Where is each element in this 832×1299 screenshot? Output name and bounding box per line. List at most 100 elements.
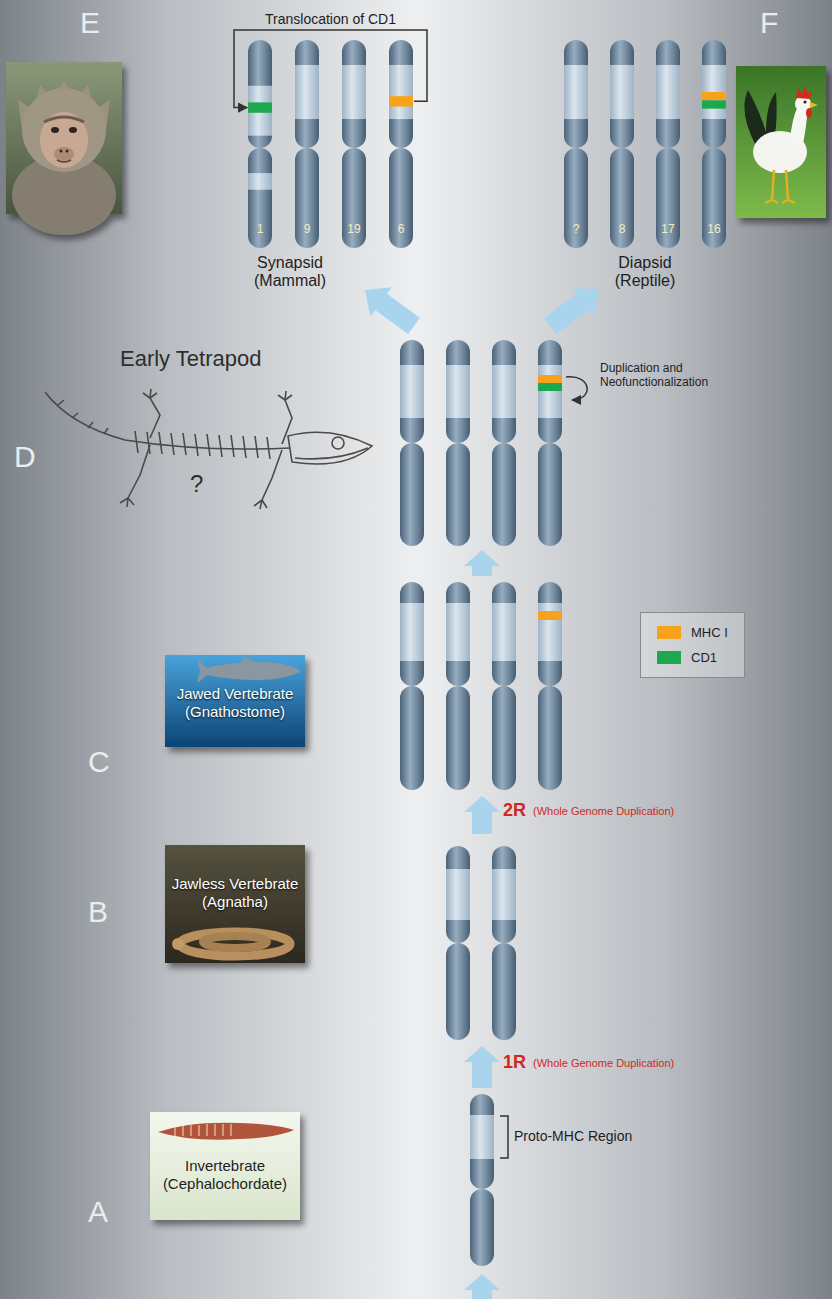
monkey-mouth: [57, 160, 71, 162]
chicken-beak: [810, 102, 818, 108]
chromosome-arm: [610, 40, 634, 148]
photo-panel: Invertebrate (Cephalochordate): [150, 1112, 300, 1220]
chromosome: [446, 846, 470, 1040]
duplication-arrow: [566, 377, 587, 400]
panel-letter: E: [80, 6, 100, 41]
hagfish-coil: [180, 932, 290, 956]
chicken-wattle: [806, 108, 812, 118]
chromosome-arm: [342, 148, 366, 248]
chromosome-shape: [389, 40, 413, 248]
photo-ground: [736, 66, 826, 218]
question-mark: ?: [190, 470, 203, 498]
chicken-photo: [736, 66, 826, 218]
panel-letter: B: [88, 895, 108, 930]
block-arrow: [544, 287, 599, 334]
chromosome: [492, 340, 516, 546]
monkey-head: [22, 88, 106, 172]
legend-label: MHC I: [691, 625, 728, 640]
gene-band: [248, 102, 272, 112]
legend-item: MHC I: [657, 625, 728, 640]
spine: [45, 392, 290, 449]
chromosome: [492, 582, 516, 790]
monkey-nostril: [60, 150, 63, 153]
chromosome-shape: [295, 40, 319, 248]
chromosome: ?: [564, 40, 588, 248]
chromosome-arm: [389, 40, 413, 148]
photo-ground: [165, 655, 305, 747]
chromosome: 1: [248, 40, 272, 248]
chromosome-number: 19: [347, 222, 360, 236]
chicken-eye: [804, 101, 807, 104]
chromosome-arm: [564, 40, 588, 148]
chromosome: 16: [702, 40, 726, 248]
chromosome-arm: [342, 40, 366, 148]
chromosome-band: [248, 86, 272, 136]
panel-letter: C: [88, 745, 110, 780]
duplication-note: (Whole Genome Duplication): [533, 805, 674, 818]
chromosome-band: [342, 65, 366, 119]
chromosome-band: [610, 65, 634, 119]
panel-letter: D: [14, 440, 36, 475]
chromosome-arm: [656, 148, 680, 248]
chromosome-number: 17: [661, 222, 674, 236]
lancelet-photo: [150, 1112, 300, 1220]
chromosome: [400, 582, 424, 790]
block-arrow: [464, 796, 500, 834]
lancelet-gills: [175, 1124, 231, 1136]
monkey-eye: [51, 127, 59, 133]
skull: [288, 432, 372, 464]
monkey-muzzle: [54, 147, 74, 161]
block-arrow: [464, 1274, 500, 1299]
duplication-round: 1R: [503, 1052, 526, 1073]
chicken-comb: [796, 86, 812, 99]
gene-band: [702, 100, 726, 108]
chromosome-number: 16: [707, 222, 720, 236]
hagfish-head: [172, 938, 184, 950]
jaw: [295, 448, 368, 459]
gene-band: [389, 96, 413, 106]
chromosome-shape: [564, 40, 588, 248]
legend-swatch: [657, 626, 681, 639]
legend-box: MHC I CD1: [640, 612, 745, 678]
duplication-round: 2R: [503, 800, 526, 821]
monkey-nostril: [66, 150, 69, 153]
front-limb: [254, 450, 282, 509]
clade-label: Diapsid (Reptile): [595, 254, 695, 291]
gene-band: [702, 92, 726, 100]
monkey-photo: [6, 62, 122, 235]
chromosome-arm: [295, 40, 319, 148]
chromosome-shape: [248, 40, 272, 248]
chromosome: 17: [656, 40, 680, 248]
chromosome-shape: [342, 40, 366, 248]
panel-title: Invertebrate (Cephalochordate): [154, 1157, 296, 1193]
shark-photo: [165, 655, 305, 747]
chromosome-arm: [702, 40, 726, 148]
chromosome: 6: [389, 40, 413, 248]
chromosome-arm: [248, 40, 272, 148]
legend-label: CD1: [691, 650, 717, 665]
chromosome: [538, 582, 562, 790]
photo-ground: [150, 1112, 300, 1220]
panel-letter: F: [760, 6, 778, 41]
chromosome: [400, 340, 424, 546]
chromosome-band: [564, 65, 588, 119]
monkey-face: [40, 112, 88, 168]
chromosome: 19: [342, 40, 366, 248]
block-arrow: [464, 1046, 500, 1088]
chicken-legs: [765, 170, 795, 203]
chromosome: [446, 340, 470, 546]
block-arrow: [464, 550, 500, 576]
legend-item: CD1: [657, 650, 728, 665]
evolution-arrows: [365, 287, 599, 1299]
legend-swatch: [657, 651, 681, 664]
mhc-band: [538, 611, 562, 620]
chromosome-arm: [389, 148, 413, 248]
chromosome-shape: [656, 40, 680, 248]
connector-label: Translocation of CD1: [265, 11, 396, 27]
organism-label: Early Tetrapod: [120, 346, 261, 371]
chromosome-band: [248, 173, 272, 190]
photo-panel: Jawless Vertebrate (Agnatha): [165, 845, 305, 963]
chromosome-arm: [248, 148, 272, 248]
chromosome-band: [702, 65, 726, 119]
